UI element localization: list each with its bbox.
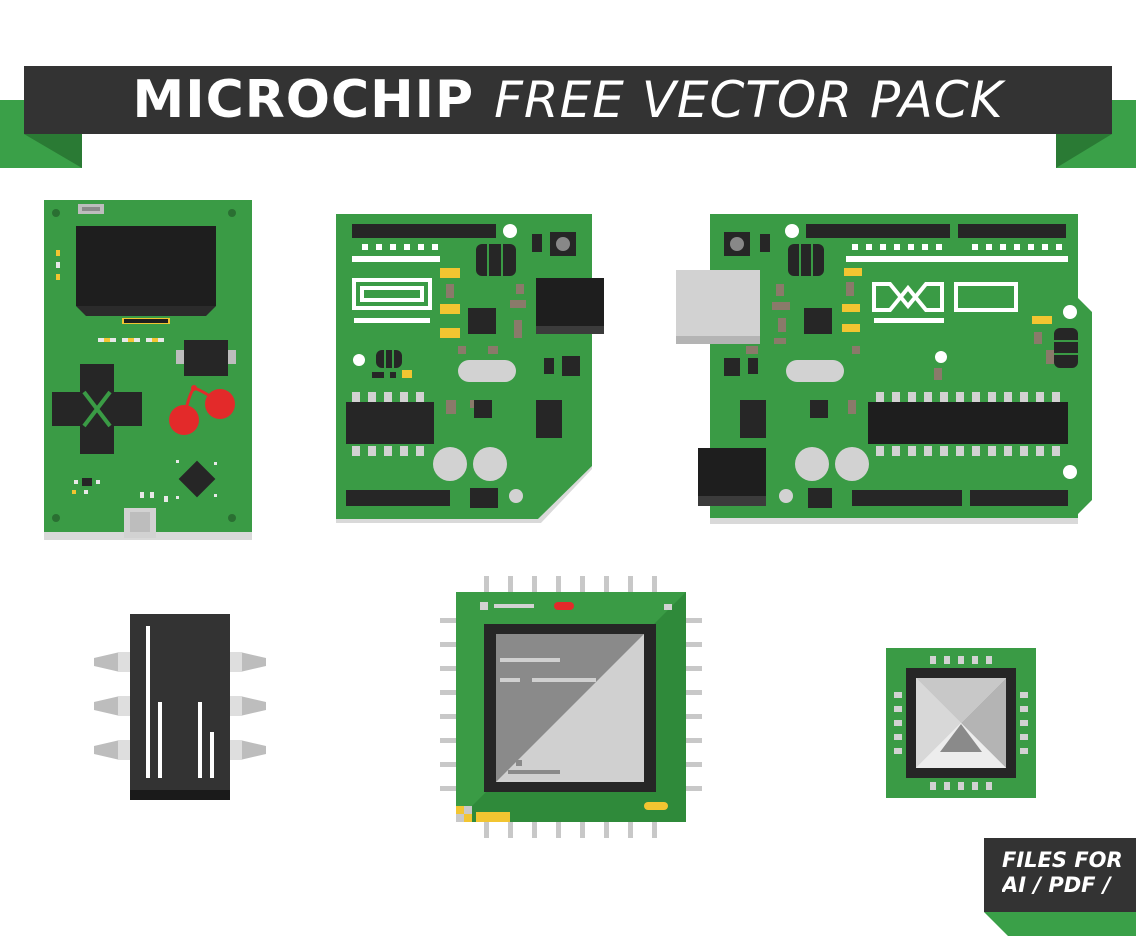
files-badge-text: FILES FOR AI / PDF / [1002,848,1136,898]
handheld-game-board [44,200,252,540]
title-banner [0,66,1136,168]
files-line-2: AI / PDF / [1002,873,1111,897]
cherry-icon [169,385,235,435]
page-title: MICROCHIP FREE VECTOR PACK [24,66,1112,134]
cpu-chip [440,576,702,838]
board-logo-icon [352,278,432,323]
dpad-icon [52,364,142,454]
title-rest-text: FREE VECTOR PACK [494,71,1004,129]
small-microcontroller-board [336,214,604,523]
files-badge [984,838,1136,936]
title-bold-text: MICROCHIP [132,70,475,130]
small-square-chip [886,648,1036,798]
arduino-logo-icon [872,282,1018,323]
files-line-1: FILES FOR [1002,848,1123,872]
dip-chip [94,614,266,800]
arduino-board [676,214,1092,524]
